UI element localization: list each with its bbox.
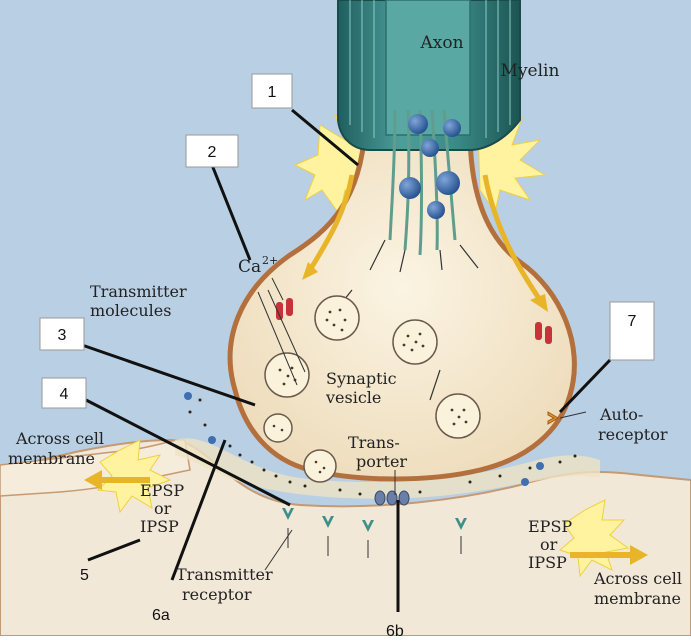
synaptic-vesicle-label-1: Synaptic bbox=[326, 369, 397, 388]
epsp-left-label-1: EPSP bbox=[140, 481, 184, 500]
svg-text:3: 3 bbox=[58, 327, 67, 344]
autoreceptor-label-1: Auto- bbox=[599, 405, 643, 424]
transporter-label-1: Trans- bbox=[348, 433, 400, 452]
svg-text:2: 2 bbox=[208, 144, 217, 161]
callout-box-1: 1 bbox=[252, 74, 292, 108]
callout-box-4: 4 bbox=[42, 378, 86, 408]
callout-6a: 6a bbox=[152, 607, 170, 624]
callout-5: 5 bbox=[80, 567, 89, 584]
svg-text:7: 7 bbox=[628, 313, 637, 330]
calcium-superscript: 2+ bbox=[262, 254, 278, 267]
epsp-left-label-2: or bbox=[154, 499, 172, 518]
synaptic-vesicle-label-2: vesicle bbox=[325, 388, 381, 407]
across-cell-right-label-2: membrane bbox=[594, 589, 681, 608]
callout-box-7: 7 bbox=[610, 302, 654, 360]
axon bbox=[386, 0, 470, 135]
autoreceptor-label-2: receptor bbox=[598, 425, 668, 444]
transmitter-molecules-label-2: molecules bbox=[90, 301, 171, 320]
transporter-label-2: porter bbox=[356, 452, 407, 471]
transmitter-molecules-label-1: Transmitter bbox=[90, 282, 187, 301]
callout-6b: 6b bbox=[386, 623, 404, 636]
transporter bbox=[375, 491, 409, 505]
svg-text:4: 4 bbox=[60, 386, 69, 403]
transmitter-receptor-label-1: Transmitter bbox=[176, 565, 273, 584]
callout-box-2: 2 bbox=[186, 135, 238, 167]
across-cell-left-label-1: Across cell bbox=[15, 429, 104, 448]
calcium-label: Ca bbox=[238, 257, 261, 277]
epsp-right-label-3: IPSP bbox=[528, 553, 567, 572]
axon-label: Axon bbox=[419, 33, 463, 53]
myelin-label: Myelin bbox=[501, 61, 560, 81]
across-cell-left-label-2: membrane bbox=[8, 449, 95, 468]
across-cell-right-label-1: Across cell bbox=[593, 569, 682, 588]
epsp-left-label-3: IPSP bbox=[140, 517, 179, 536]
epsp-right-label-2: or bbox=[540, 535, 558, 554]
transmitter-receptor-label-2: receptor bbox=[182, 585, 252, 604]
svg-text:1: 1 bbox=[268, 84, 277, 101]
callout-box-3: 3 bbox=[40, 318, 84, 350]
epsp-right-label-1: EPSP bbox=[528, 517, 572, 536]
